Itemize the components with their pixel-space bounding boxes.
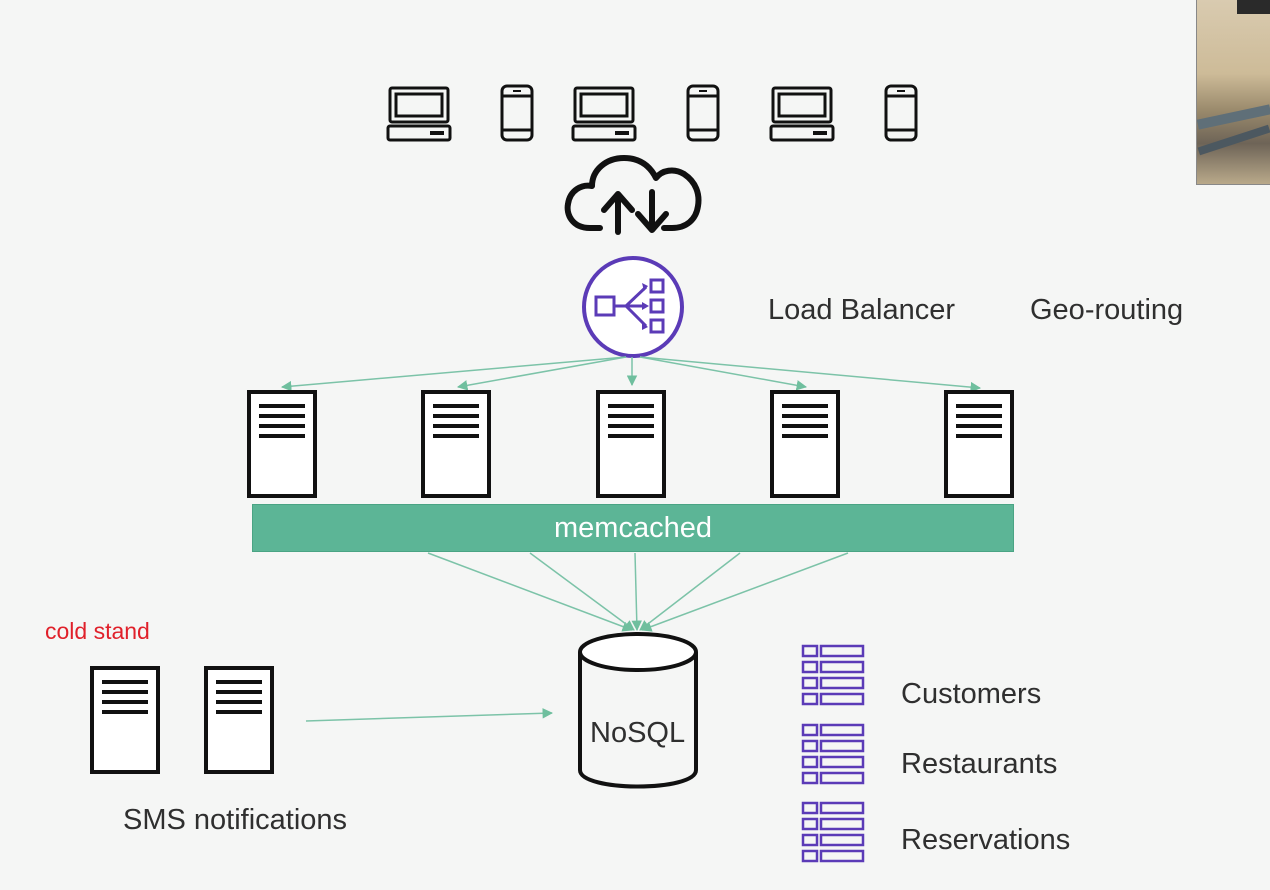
laptop-icon bbox=[386, 86, 452, 142]
database-cylinder-icon bbox=[578, 632, 698, 789]
cache-to-db-arrows bbox=[427, 552, 849, 632]
server-icon bbox=[204, 666, 274, 774]
load-balancer-icon bbox=[582, 256, 684, 358]
table-label-restaurants: Restaurants bbox=[901, 748, 1058, 780]
table-icon bbox=[801, 644, 865, 706]
sms-notifications-label: SMS notifications bbox=[123, 804, 348, 836]
webcam-thumbnail bbox=[1196, 0, 1270, 185]
phone-icon bbox=[884, 84, 918, 142]
geo-routing-label: Geo-routing bbox=[1030, 294, 1184, 326]
laptop-icon bbox=[571, 86, 637, 142]
server-icon bbox=[90, 666, 160, 774]
server-icon bbox=[770, 390, 840, 498]
cold-stand-label: cold stand bbox=[45, 618, 150, 644]
table-icon bbox=[801, 801, 865, 863]
server-icon bbox=[421, 390, 491, 498]
cloud-upload-download-icon bbox=[564, 155, 702, 235]
sms-to-db-arrow bbox=[305, 708, 554, 722]
memcached-bar: memcached bbox=[252, 504, 1014, 552]
load-balancer-label: Load Balancer bbox=[768, 294, 956, 326]
nosql-label: NoSQL bbox=[590, 717, 686, 749]
laptop-icon bbox=[769, 86, 835, 142]
server-icon bbox=[944, 390, 1014, 498]
phone-icon bbox=[686, 84, 720, 142]
table-label-customers: Customers bbox=[901, 678, 1042, 710]
lb-to-server-arrows bbox=[280, 356, 982, 393]
server-icon bbox=[247, 390, 317, 498]
phone-icon bbox=[500, 84, 534, 142]
table-label-reservations: Reservations bbox=[901, 824, 1071, 856]
table-icon bbox=[801, 723, 865, 785]
memcached-label: memcached bbox=[554, 511, 712, 544]
server-icon bbox=[596, 390, 666, 498]
